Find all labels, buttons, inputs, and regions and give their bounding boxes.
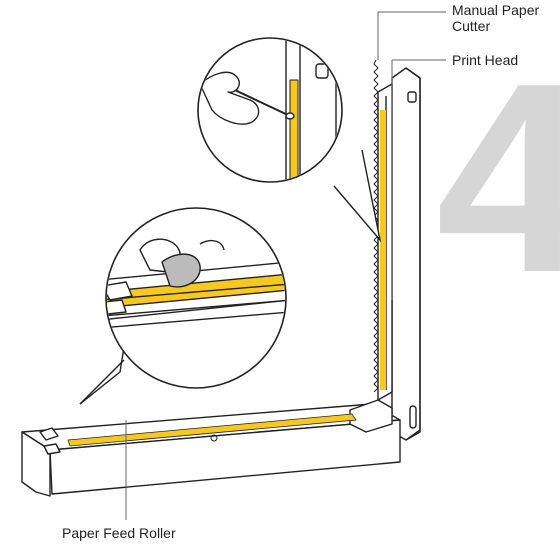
label-print-head: Print Head [452, 52, 518, 68]
label-paper-feed-roller: Paper Feed Roller [62, 525, 176, 541]
magnifier-print-head [198, 34, 380, 240]
magnifier-feed-roller [80, 208, 292, 404]
label-manual-paper-cutter-line2: Cutter [452, 18, 539, 34]
print-head-strip [380, 110, 386, 390]
label-manual-paper-cutter-line1: Manual Paper [452, 2, 539, 18]
label-manual-paper-cutter: Manual Paper Cutter [452, 2, 539, 34]
